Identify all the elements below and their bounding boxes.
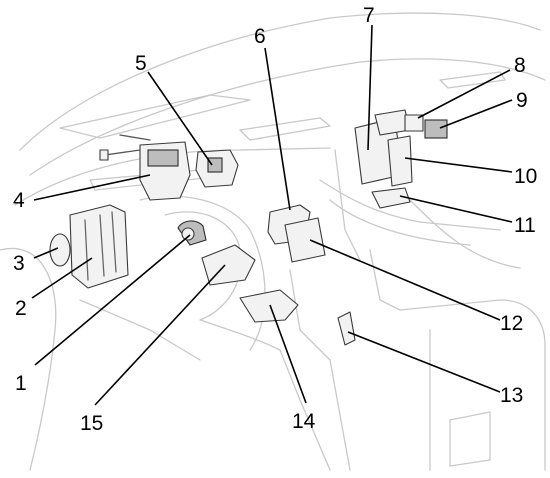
component-3-motor	[49, 233, 71, 267]
callout-7: 7	[363, 4, 375, 27]
leader-lines	[31, 24, 513, 406]
component-1-switch	[177, 220, 207, 246]
component-11-sensor	[371, 187, 411, 209]
leader-7	[367, 24, 373, 151]
component-9-connector	[424, 119, 448, 139]
callout-9: 9	[516, 89, 528, 112]
leader-5	[147, 71, 213, 166]
callout-labels: 1 2 3 4 5 6 7 8 9 10 11 12 13 14 15	[13, 4, 537, 435]
leader-3	[33, 247, 59, 259]
component-10-junction-block	[387, 135, 413, 187]
callout-11: 11	[514, 214, 536, 237]
leader-8	[417, 69, 511, 119]
leader-11	[399, 195, 513, 223]
component-13-buckle-sensor	[337, 311, 356, 346]
leader-4	[33, 174, 151, 201]
leader-15	[94, 264, 226, 406]
leader-2	[31, 257, 93, 299]
component-4-blower-unit	[99, 134, 191, 201]
leader-12	[309, 239, 501, 321]
component-15-module	[201, 244, 256, 286]
leader-14	[269, 304, 307, 404]
callout-2: 2	[15, 297, 27, 320]
component-5-actuator	[195, 149, 239, 188]
callout-5: 5	[135, 52, 147, 75]
callout-13: 13	[500, 384, 523, 407]
callout-14: 14	[292, 410, 316, 433]
callout-15: 15	[80, 412, 103, 435]
callout-8: 8	[514, 54, 526, 77]
leader-1	[34, 234, 191, 366]
component-2-module	[69, 204, 129, 289]
leader-10	[404, 157, 513, 173]
component-14-airbag-sensor	[239, 289, 299, 323]
leader-6	[264, 47, 291, 211]
component-12-control-unit	[284, 217, 326, 263]
callout-12: 12	[500, 312, 523, 335]
component-8-relay	[404, 114, 424, 132]
callout-3: 3	[13, 252, 25, 275]
callout-6: 6	[254, 25, 266, 48]
dashboard-outline	[0, 12, 546, 471]
callout-10: 10	[514, 165, 537, 188]
leader-13	[347, 331, 501, 393]
leader-9	[439, 99, 513, 129]
callout-4: 4	[13, 189, 25, 212]
callout-1: 1	[15, 372, 27, 395]
